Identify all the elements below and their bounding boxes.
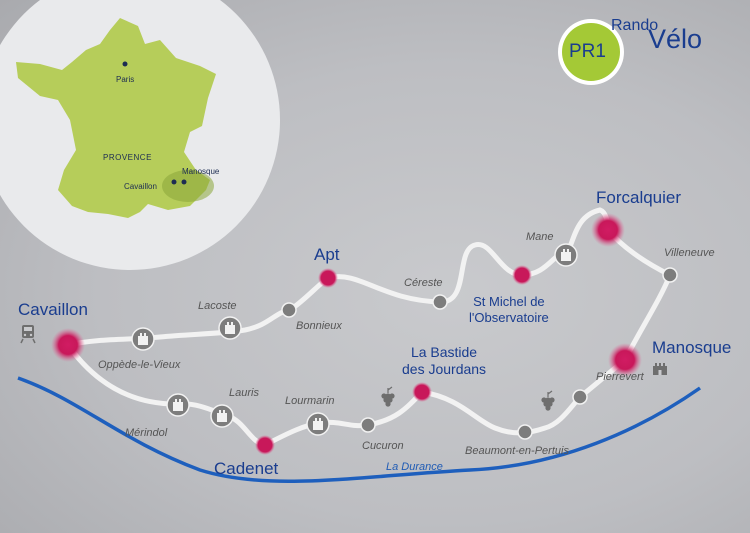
beaumont-dot: [517, 424, 533, 440]
route-cadenet-bastide: [262, 389, 425, 448]
inset-cavaillon-label: Cavaillon: [124, 182, 157, 191]
grapes-icon: [381, 386, 395, 407]
manosque-inset-dot: [181, 179, 187, 185]
label-merindol: Mérindol: [125, 427, 168, 439]
label-cavaillon: Cavaillon: [18, 300, 88, 319]
label-forcalquier: Forcalquier: [596, 188, 682, 207]
label-mane: Mane: [526, 231, 554, 243]
label-villeneuve: Villeneuve: [664, 247, 715, 259]
river-line: [17, 376, 702, 483]
castle-icon: [131, 327, 155, 351]
france-shape: [16, 18, 216, 218]
cadenet-dot: [255, 435, 275, 455]
castle-icon: [554, 243, 578, 267]
label-st-michel: St Michel de l'Observatoire: [469, 294, 549, 326]
paris-dot: [122, 61, 128, 67]
inset-provence-label: PROVENCE: [103, 153, 152, 162]
castle-badges: [131, 243, 578, 436]
brand-logo: [558, 19, 624, 85]
route-apt-stmichel: [325, 242, 571, 305]
castle-icon: [210, 404, 234, 428]
label-manosque: Manosque: [652, 338, 732, 357]
bastide-dot: [412, 382, 432, 402]
pierrevert-dot: [572, 389, 588, 405]
label-pierrevert: Pierrevert: [596, 371, 644, 383]
bonnieux-dot: [281, 302, 297, 318]
stmichel-dot: [512, 265, 532, 285]
castle-icon: [653, 363, 667, 375]
brand-word-velo: Vélo: [648, 24, 703, 54]
label-lourmarin: Lourmarin: [285, 395, 335, 407]
label-lacoste: Lacoste: [198, 300, 237, 312]
inset-paris-label: Paris: [116, 75, 135, 84]
brand-badge-text: PR1: [569, 41, 606, 62]
castle-icon: [166, 393, 190, 417]
cavaillon-inset-dot: [171, 179, 177, 185]
provence-region: [162, 170, 214, 202]
inset-map: [0, 0, 280, 270]
label-lauris: Lauris: [229, 387, 259, 399]
cavaillon-dot: [51, 328, 85, 362]
castle-icon: [218, 316, 242, 340]
label-cadenet: Cadenet: [214, 459, 279, 478]
logo-badge: [562, 23, 620, 81]
label-bastide: La Bastide des Jourdans: [402, 344, 487, 377]
inset-manosque-label: Manosque: [182, 167, 220, 176]
label-cereste: Céreste: [404, 277, 443, 289]
castle-icon: [306, 412, 330, 436]
label-oppede: Oppède-le-Vieux: [98, 359, 181, 371]
label-bonnieux: Bonnieux: [296, 320, 342, 332]
forcalquier-dot: [591, 213, 625, 247]
label-beaumont: Beaumont-en-Pertuis: [465, 445, 569, 457]
label-river: La Durance: [386, 461, 443, 473]
villeneuve-dot: [662, 267, 678, 283]
manosque-dot: [608, 343, 642, 377]
label-cucuron: Cucuron: [362, 440, 404, 452]
route-bastide-manosque: [419, 357, 628, 436]
major-town-dots: [51, 213, 642, 455]
route-cavaillon-cadenet: [65, 342, 268, 448]
cucuron-dot: [360, 417, 376, 433]
cereste-dot: [432, 294, 448, 310]
brand-word-rando: Rando: [611, 17, 659, 34]
label-apt: Apt: [314, 245, 340, 264]
grapes-icons: [381, 386, 555, 411]
village-dots: [281, 267, 678, 440]
apt-dot: [318, 268, 338, 288]
grapes-icon: [541, 390, 555, 411]
train-icon: [20, 325, 36, 344]
